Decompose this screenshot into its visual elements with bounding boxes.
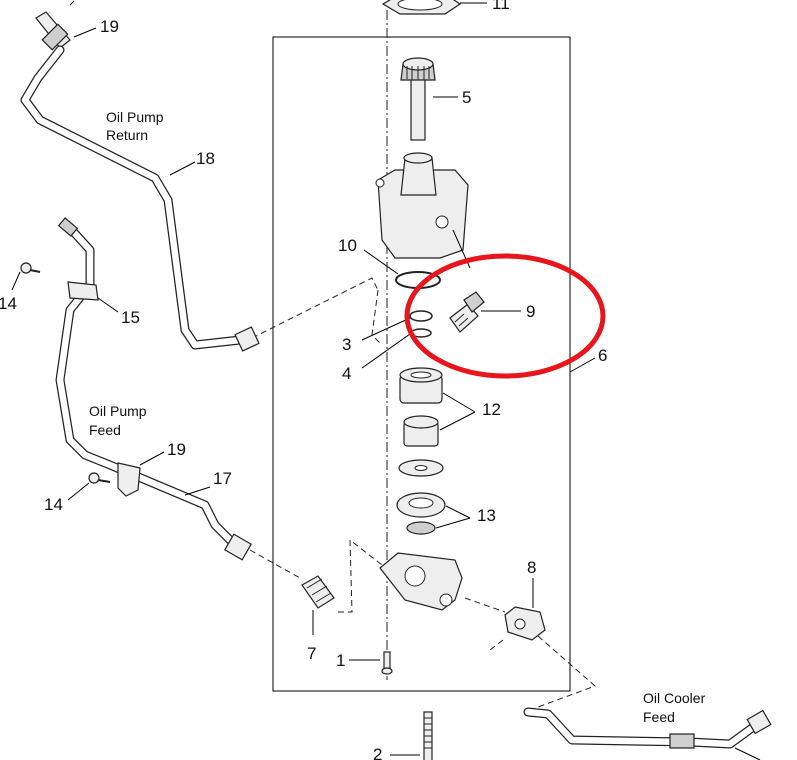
part-14-mid-screw <box>67 472 111 501</box>
callout-18: 18 <box>196 149 215 168</box>
pump-body <box>375 152 471 269</box>
part-13-inner-rotor <box>406 521 436 535</box>
part-18-return-line <box>20 45 260 352</box>
callout-15: 15 <box>121 308 140 327</box>
callout-17: 17 <box>213 469 232 488</box>
part-12-outer-gear <box>399 367 443 404</box>
callout-19-mid: 19 <box>167 440 186 459</box>
part-11-gasket <box>381 0 487 15</box>
part-12-inner-gear <box>403 415 439 447</box>
callout-11: 11 <box>492 0 510 13</box>
part-1-bolt <box>349 651 393 675</box>
part-3-washer <box>409 310 433 322</box>
callout-7: 7 <box>307 644 316 663</box>
callout-5: 5 <box>462 88 471 107</box>
callout-10: 10 <box>338 236 357 255</box>
part-2-stud <box>390 711 433 760</box>
part-5-drive-shaft <box>400 57 458 141</box>
part-19-top-fitting <box>35 0 97 51</box>
callout-3: 3 <box>342 335 351 354</box>
callout-8: 8 <box>527 558 536 577</box>
pump-cover-plate <box>379 552 463 611</box>
part-8-fitting <box>504 578 546 641</box>
callout-1: 1 <box>336 651 345 670</box>
callout-12: 12 <box>482 400 501 419</box>
part-14-top-screw <box>11 262 41 291</box>
highlight-circle <box>404 253 606 379</box>
part-7-threaded-fitting <box>301 575 335 635</box>
part-13-outer-rotor <box>396 492 446 518</box>
callout-6: 6 <box>598 346 607 365</box>
callout-19-top: 19 <box>100 17 119 36</box>
callout-14-top: 14 <box>0 294 17 313</box>
assembly-guide-lines <box>249 277 596 711</box>
oil-cooler-feed-line <box>523 707 772 760</box>
part-19-mid-clamp <box>117 451 165 497</box>
callout-4: 4 <box>342 364 351 383</box>
part-17-feed-line <box>55 217 252 561</box>
part-9-elbow-fitting <box>449 291 521 333</box>
callout-9: 9 <box>526 302 535 321</box>
callout-13: 13 <box>477 506 496 525</box>
callout-2: 2 <box>373 745 382 760</box>
label-oil-cooler-feed: Oil Cooler Feed <box>643 690 709 725</box>
assembly-frame <box>272 36 571 692</box>
label-oil-pump-feed: Oil Pump Feed <box>89 403 150 438</box>
part-15-clamp <box>67 281 119 313</box>
label-oil-pump-return: Oil Pump Return <box>106 109 167 143</box>
callout-14-mid: 14 <box>44 495 63 514</box>
